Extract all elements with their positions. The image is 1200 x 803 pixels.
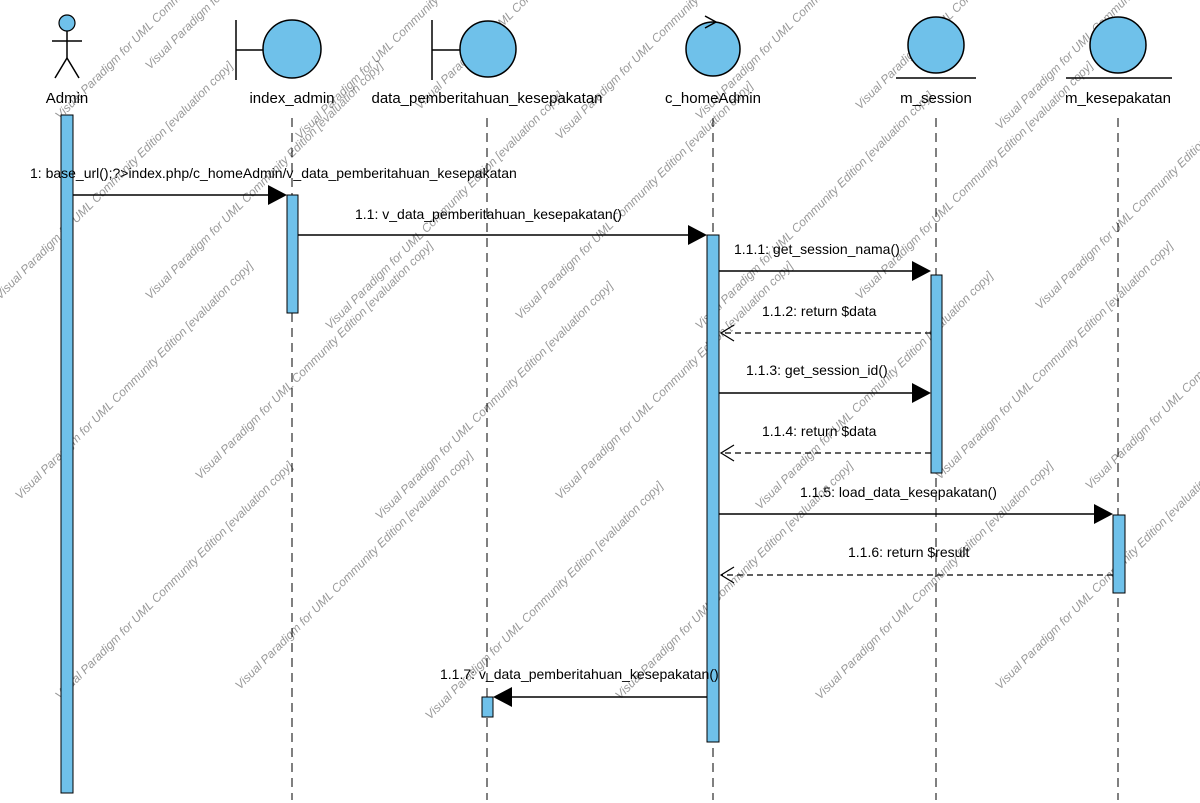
watermark-text: Visual Paradigm for UML Community Editio… (852, 58, 1096, 302)
activation-m-session (930, 274, 943, 474)
message-1-1-6-arrowhead (719, 566, 735, 584)
message-1-1-4-label: 1.1.4: return $data (762, 423, 877, 439)
message-1-1-label: 1.1: v_data_pemberitahuan_kesepakatan() (355, 206, 622, 222)
watermark-text: Visual Paradigm for UML Community Editio… (142, 0, 386, 72)
control-c-homeadmin-icon (685, 15, 741, 77)
actor-admin-icon (52, 14, 82, 79)
message-1-1-6-label: 1.1.6: return $result (848, 544, 970, 560)
message-1-1-1-arrowhead (912, 261, 931, 281)
participant-label-c-homeadmin: c_homeAdmin (665, 90, 761, 107)
watermark-text: Visual Paradigm for UML Community Editio… (692, 88, 936, 332)
message-1-1-2-arrowhead (719, 324, 735, 342)
message-1-1-3-label: 1.1.3: get_session_id() (746, 362, 888, 378)
watermark-layer: Visual Paradigm for UML Community Editio… (0, 0, 1200, 722)
message-1-1-7-arrowhead (493, 687, 512, 707)
watermark-text: Visual Paradigm for UML Community Editio… (1082, 248, 1200, 492)
watermark-text: Visual Paradigm for UML Community Editio… (12, 258, 256, 502)
watermark-text: Visual Paradigm for UML Community Editio… (932, 238, 1176, 482)
message-1-1-7-label: 1.1.7: v_data_pemberitahuan_kesepakatan(… (440, 666, 719, 682)
watermark-text: Visual Paradigm for UML Community Editio… (552, 0, 796, 142)
activation-c-homeadmin (706, 234, 720, 743)
participant-label-data-pemberitahuan: data_pemberitahuan_kesepakatan (371, 90, 602, 107)
entity-m-session-icon (896, 16, 976, 79)
watermark-text: Visual Paradigm for UML Community Editio… (992, 0, 1200, 132)
message-1-1-5-label: 1.1.5: load_data_kesepakatan() (800, 484, 997, 500)
message-1-1-1-label: 1.1.1: get_session_nama() (734, 241, 900, 257)
boundary-data-pemberitahuan-icon (431, 20, 517, 80)
watermark-text: Visual Paradigm for UML Community Editio… (372, 278, 616, 522)
entity-m-kesepakatan-icon (1066, 16, 1172, 79)
activation-admin (60, 114, 74, 794)
participant-label-admin: Admin (46, 90, 89, 107)
message-1-arrowhead (268, 185, 287, 205)
message-1-1-3-arrowhead (912, 383, 931, 403)
message-1-label: 1: base_url();?>index.php/c_homeAdmin/v_… (30, 165, 517, 181)
activation-index-admin (286, 194, 299, 314)
participant-label-index-admin: index_admin (249, 90, 334, 107)
message-1-1-arrowhead (688, 225, 707, 245)
participant-label-m-kesepakatan: m_kesepakatan (1065, 90, 1171, 107)
activation-data-pemberitahuan (481, 696, 494, 718)
message-1-1-4-arrowhead (719, 444, 735, 462)
participant-label-m-session: m_session (900, 90, 972, 107)
message-1-1-2-label: 1.1.2: return $data (762, 303, 877, 319)
message-1-1-5-arrowhead (1094, 504, 1113, 524)
activation-m-kesepakatan (1112, 514, 1126, 594)
boundary-index-admin-icon (235, 19, 322, 80)
